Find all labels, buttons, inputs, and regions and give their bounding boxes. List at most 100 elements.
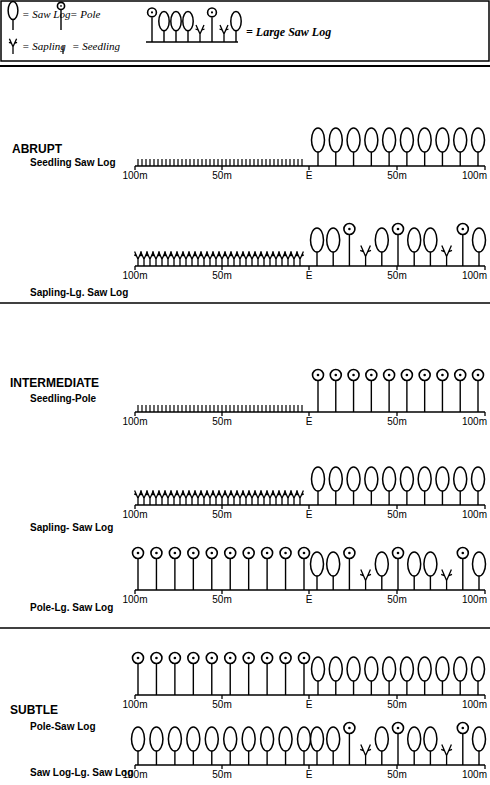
sapling-symbol xyxy=(441,745,452,765)
axis-label: E xyxy=(306,699,313,711)
axis-label: 50m xyxy=(387,270,406,282)
saw-log-symbol xyxy=(375,727,388,765)
saw-log-symbol xyxy=(347,657,360,695)
axis-label: 50m xyxy=(387,416,406,428)
axis-tick xyxy=(221,590,222,594)
seedling-symbol xyxy=(201,159,202,166)
seedling-symbol xyxy=(249,405,250,412)
pole-symbol xyxy=(133,653,144,696)
axis-label: E xyxy=(306,594,313,606)
axis-tick xyxy=(134,166,135,170)
axis-tick xyxy=(484,590,485,594)
axis-tick xyxy=(308,590,309,594)
seedling-symbol xyxy=(249,159,250,166)
pole-symbol xyxy=(437,370,448,413)
sapling-symbol xyxy=(152,252,160,266)
seedling-symbol xyxy=(173,159,174,166)
pole-symbol xyxy=(151,548,162,591)
saw-log-symbol xyxy=(424,228,437,266)
seedling-symbol xyxy=(257,159,258,166)
saw-log-symbol xyxy=(472,128,485,166)
pole-symbol xyxy=(473,370,484,413)
pole-symbol xyxy=(313,370,324,413)
seedling-symbol xyxy=(181,159,182,166)
axis-label: 50m xyxy=(212,594,231,606)
axis-label: 100m xyxy=(462,594,487,606)
axis-label: 50m xyxy=(387,699,406,711)
row-name: Pole-Saw Log xyxy=(30,721,96,733)
axis-tick xyxy=(221,505,222,509)
pole-symbol xyxy=(393,224,404,267)
axis-tick xyxy=(396,266,397,270)
saw-log-symbol xyxy=(418,657,431,695)
saw-log-symbol xyxy=(472,657,485,695)
seedling-symbol xyxy=(269,159,270,166)
axis-tick xyxy=(484,505,485,509)
saw-log-symbol xyxy=(312,467,325,505)
sapling-symbol xyxy=(242,252,250,266)
pole-symbol xyxy=(148,8,157,42)
saw-log-symbol xyxy=(473,727,486,765)
axis-label: 100m xyxy=(462,699,487,711)
pole-symbol xyxy=(401,370,412,413)
saw-log-symbol xyxy=(242,727,255,765)
seedling-symbol xyxy=(213,405,214,412)
pole-symbol xyxy=(330,370,341,413)
sapling-symbol xyxy=(140,252,148,266)
pole-symbol xyxy=(348,370,359,413)
sapling-symbol xyxy=(290,491,298,505)
axis-label: 50m xyxy=(212,509,231,521)
axis-tick xyxy=(134,765,135,769)
seedling-symbol xyxy=(161,159,162,166)
saw-log-symbol xyxy=(408,727,421,765)
axis-tick xyxy=(134,412,135,416)
sapling-symbol xyxy=(158,252,166,266)
seedling-symbol xyxy=(277,159,278,166)
pole-symbol xyxy=(225,548,236,591)
sapling-symbol xyxy=(188,252,196,266)
saw-log-symbol xyxy=(424,727,437,765)
sapling-symbol xyxy=(248,252,256,266)
seedling-symbol xyxy=(237,159,238,166)
axis-tick xyxy=(484,166,485,170)
seedling-symbol xyxy=(245,405,246,412)
seedling-symbol xyxy=(229,405,230,412)
seedling-symbol xyxy=(221,405,222,412)
seedling-symbol xyxy=(141,159,142,166)
row-name: Seedling-Pole xyxy=(30,393,96,405)
axis-tick xyxy=(221,412,222,416)
sapling-symbol xyxy=(220,25,229,42)
axis-label: 50m xyxy=(212,170,231,182)
pole-symbol xyxy=(188,653,199,696)
pole-symbol xyxy=(225,653,236,696)
saw-log-symbol xyxy=(347,467,360,505)
saw-log-symbol xyxy=(418,128,431,166)
seedling-symbol xyxy=(237,405,238,412)
saw-log-symbol xyxy=(8,2,18,31)
seedling-symbol xyxy=(145,159,146,166)
sapling-symbol xyxy=(9,39,17,54)
axis-line xyxy=(135,764,485,766)
axis-tick xyxy=(134,505,135,509)
seedling-symbol xyxy=(157,159,158,166)
saw-log-symbol xyxy=(187,727,200,765)
sapling-symbol xyxy=(284,491,292,505)
sapling-symbol xyxy=(266,252,274,266)
axis-line xyxy=(135,265,485,267)
seedling-symbol xyxy=(189,405,190,412)
seedling-symbol xyxy=(261,405,262,412)
pole-symbol xyxy=(243,548,254,591)
axis-label: 50m xyxy=(212,416,231,428)
axis-label: 50m xyxy=(387,769,406,781)
sapling-symbol xyxy=(360,246,371,266)
sapling-symbol xyxy=(272,491,280,505)
pole-symbol xyxy=(169,548,180,591)
saw-log-symbol xyxy=(365,657,378,695)
row-name: Saw Log-Lg. Saw Log xyxy=(30,767,133,779)
axis-label: 50m xyxy=(387,509,406,521)
seedling-symbol xyxy=(185,159,186,166)
sapling-symbol xyxy=(188,491,196,505)
axis-tick xyxy=(484,266,485,270)
seedling-symbol xyxy=(161,405,162,412)
legend-symbols xyxy=(8,2,241,55)
